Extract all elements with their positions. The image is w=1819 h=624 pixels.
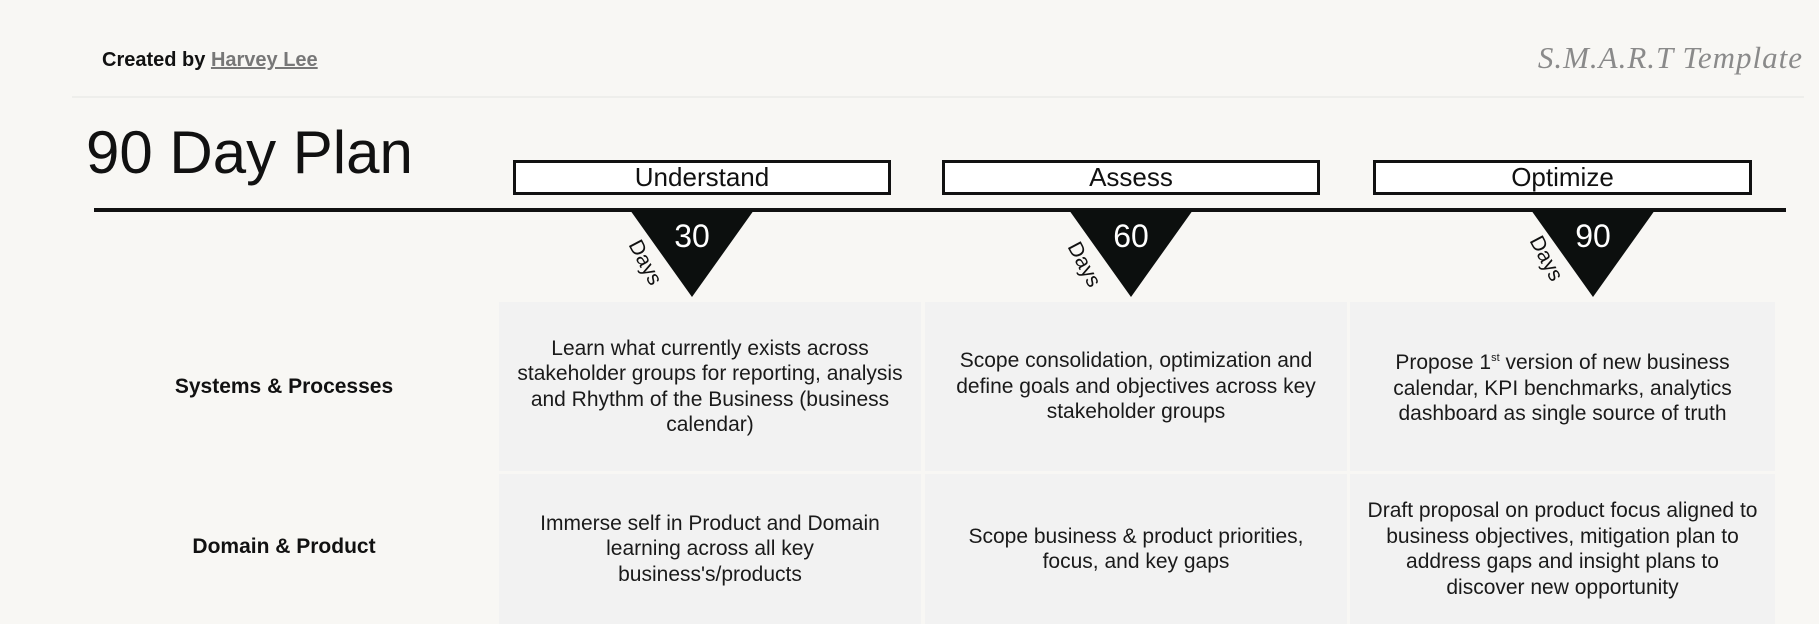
phase-assess: Assess [942, 160, 1320, 195]
cell-text: version of new business calendar, KPI be… [1393, 351, 1732, 426]
header-divider [72, 96, 1804, 98]
milestone-days-90: 90 [1575, 218, 1611, 254]
cell-systems-30: Learn what currently exists across stake… [499, 302, 921, 471]
page-title: 90 Day Plan [86, 119, 413, 186]
timeline-line [94, 208, 1786, 212]
cell-domain-90: Draft proposal on product focus aligned … [1350, 474, 1775, 624]
author-link[interactable]: Harvey Lee [210, 49, 318, 71]
created-by-label: Created by [102, 49, 206, 71]
milestone-days-30: 30 [674, 218, 710, 254]
phase-understand: Understand [513, 160, 891, 195]
cell-domain-30: Immerse self in Product and Domain learn… [499, 474, 921, 624]
cell-systems-90: Propose 1st version of new business cale… [1350, 302, 1775, 471]
cell-text: Propose 1 [1395, 351, 1492, 375]
cell-systems-60: Scope consolidation, optimization and de… [925, 302, 1347, 471]
row-label-domain: Domain & Product [192, 535, 376, 558]
created-by: Created by Harvey Lee [102, 49, 318, 72]
milestone-days-60: 60 [1113, 218, 1149, 254]
cell-domain-60: Scope business & product priorities, foc… [925, 474, 1347, 624]
superscript: st [1491, 352, 1500, 365]
template-label: S.M.A.R.T Template [1537, 40, 1803, 75]
phase-optimize: Optimize [1373, 160, 1752, 195]
row-label-systems: Systems & Processes [174, 375, 394, 398]
